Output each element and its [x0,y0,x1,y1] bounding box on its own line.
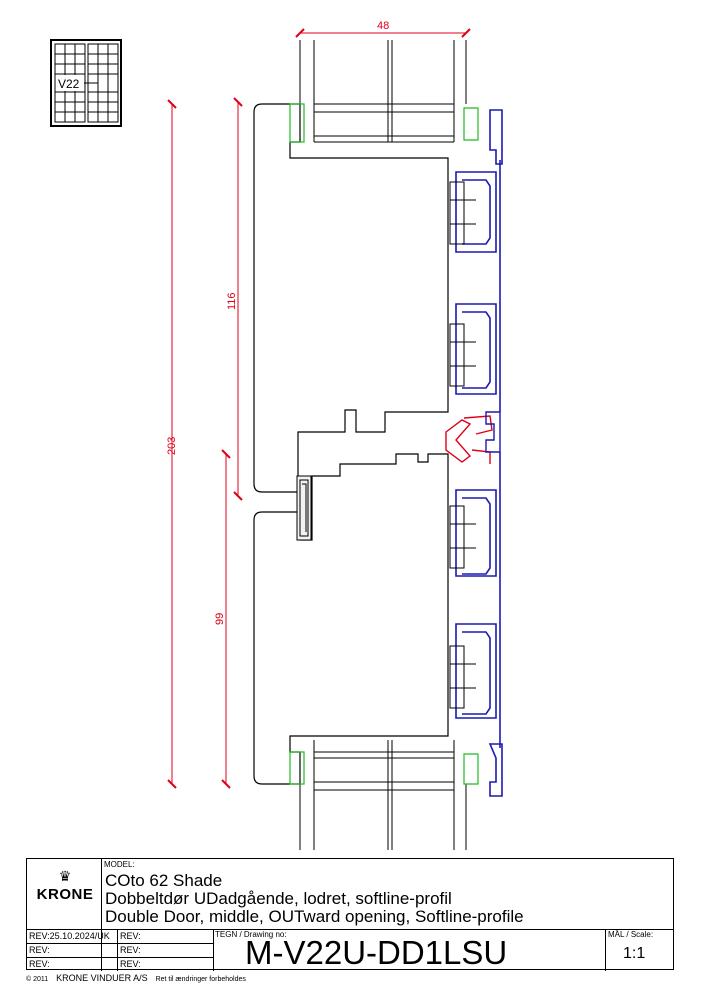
dimension-upper-leaf [233,97,243,501]
scale-label: MÅL / Scale: [608,930,654,939]
dimension-total-height-label: 203 [166,437,178,455]
crown-icon: ♛ [58,868,72,884]
drawing-number: M-V22U-DD1LSU [245,934,508,971]
footer: © 2011 KRONE VINDUER A/S Ret til ændring… [26,973,246,983]
title-block: ♛ KRONE MODEL: COto 62 Shade Dobbeltdør … [26,858,674,971]
dimension-total-height [167,99,177,789]
lower-sash-profile [253,453,449,785]
green-seals [289,103,479,785]
dimension-lower-leaf-label: 99 [214,613,226,625]
revision-cell: REV:25.10.2024/UK [29,931,110,941]
frame-gaskets-blue [455,109,503,797]
revision-cell: REV: [120,959,141,969]
upper-glazing-section [299,40,467,143]
krone-logo: ♛ KRONE [31,869,99,907]
lower-glazing-section [299,740,467,850]
revision-cell: REV: [120,931,141,941]
description-danish: Dobbeltdør UDadgående, lodret, softline-… [105,889,452,908]
legend-window-icon: V22 [50,39,122,127]
upper-sash-profile [253,103,449,493]
drawing-no-label: TEGN / Drawing no: [215,930,287,939]
brand-name: KRONE [36,886,94,903]
model-label: MODEL: [104,860,135,869]
center-mullion [485,411,501,453]
copyright: © 2011 [26,976,49,983]
dimension-top-width [295,28,471,38]
company-name: KRONE VINDUER A/S [56,973,148,983]
description-english: Double Door, middle, OUTward opening, So… [105,907,524,926]
technical-drawing: V22 48 203 116 99 [50,20,503,850]
gasket-inner-hardware [449,181,476,709]
disclaimer: Ret til ændringer forbeholdes [155,976,246,983]
revision-cell: REV: [29,959,50,969]
center-seal-red [445,415,493,464]
legend-label: V22 [58,77,80,91]
dimension-lower-leaf [221,449,231,789]
revision-cell: REV: [29,945,50,955]
revision-cell: REV: [120,945,141,955]
dimension-upper-leaf-label: 116 [226,292,238,310]
scale-value: 1:1 [623,945,646,962]
model-name: COto 62 Shade [105,871,223,890]
dimension-top-width-label: 48 [377,20,389,32]
locking-hardware [296,475,312,541]
